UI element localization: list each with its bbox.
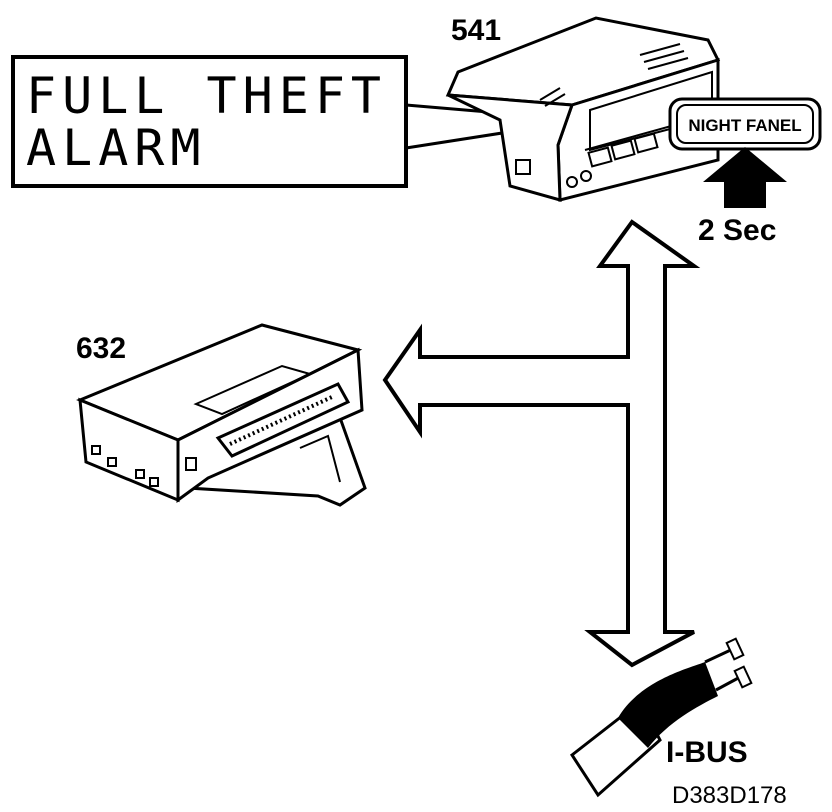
figure-code: D383D178: [672, 782, 787, 809]
module-632: 632: [76, 323, 367, 507]
lcd-display: FULL THEFT ALARM: [11, 55, 408, 188]
arrow-up-icon: [703, 147, 787, 208]
bus-label: I-BUS: [666, 736, 748, 769]
night-panel-button-label: NIGHT FANEL: [688, 116, 801, 135]
lcd-line-2: ALARM: [26, 119, 207, 177]
plug-icon: [569, 637, 753, 798]
lcd-line-1: FULL THEFT: [26, 67, 387, 125]
night-panel-button[interactable]: NIGHT FANEL: [668, 97, 822, 151]
module-541: 541: [445, 14, 721, 202]
hold-time-label: 2 Sec: [698, 214, 776, 247]
module-541-label: 541: [451, 14, 501, 47]
bus-arrows: [382, 219, 701, 668]
module-632-label: 632: [76, 332, 126, 365]
